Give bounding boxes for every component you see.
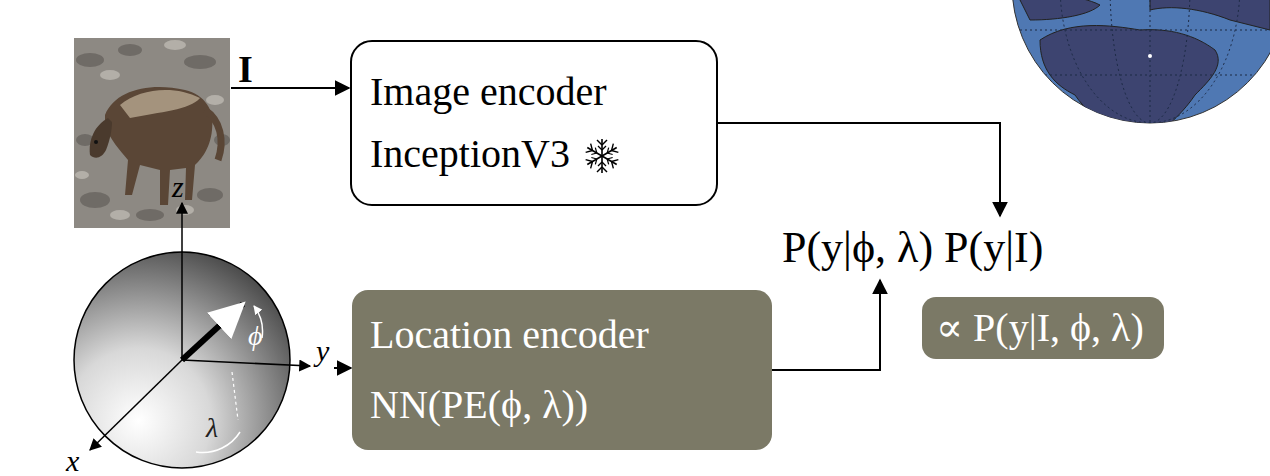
globe-illustration — [1010, 0, 1270, 140]
sphere-illustration — [74, 203, 310, 468]
node-text: Image encoder InceptionV3 — [370, 61, 660, 185]
image-encoder-box: Image encoder InceptionV3 — [350, 40, 718, 206]
angle-label: λ — [206, 414, 218, 442]
formula-node: P(y|ϕ, λ) P(y|I) — [778, 216, 1054, 280]
node-text: ∝ P(y|I, ϕ, λ) — [936, 303, 1150, 353]
location-encoder-box: Location encoder NN(PE(ϕ, λ)) — [352, 290, 772, 450]
input-symbol: I — [238, 50, 253, 88]
axis-label: y — [316, 336, 329, 366]
node-text: P(y|ϕ, λ) P(y|I) — [782, 220, 1050, 276]
result-box: ∝ P(y|I, ϕ, λ) — [922, 297, 1164, 359]
connector-arrow — [772, 280, 880, 370]
snowflake-symbol — [582, 136, 622, 176]
axis-label: x — [66, 446, 79, 476]
location-input-arrow — [334, 367, 351, 369]
node-text: Location encoder NN(PE(ϕ, λ)) — [370, 300, 710, 440]
connector-arrow — [718, 123, 1000, 216]
angle-label: ϕ — [248, 322, 263, 350]
fox-photo — [74, 38, 230, 228]
axis-label: z — [172, 172, 184, 202]
